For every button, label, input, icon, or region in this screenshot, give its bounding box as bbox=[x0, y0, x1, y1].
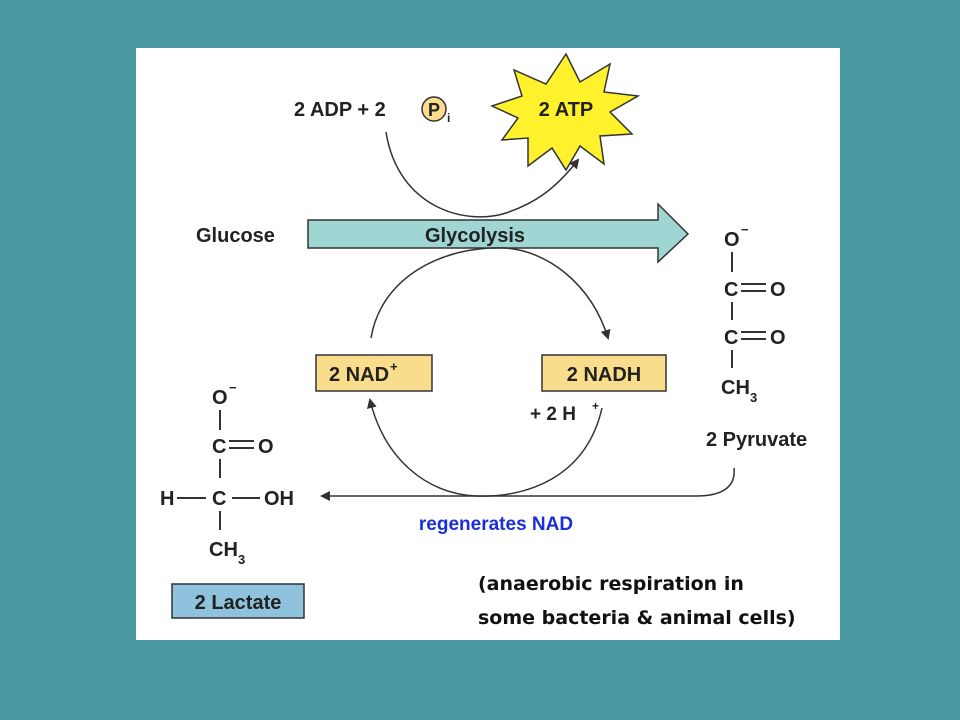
lactate-o1: O bbox=[258, 436, 274, 458]
nadh-label: 2 NADH bbox=[567, 364, 641, 386]
glycolysis-label: Glycolysis bbox=[425, 225, 525, 247]
pyruvate-ch: CH bbox=[721, 377, 750, 399]
phosphate-subscript: i bbox=[447, 111, 450, 125]
pyruvate-structure: O − C O C O CH 3 2 Pyruvate bbox=[706, 222, 807, 451]
lactate-ch-sub: 3 bbox=[238, 552, 245, 567]
pyruvate-o2: O bbox=[770, 327, 786, 349]
pyruvate-o1: O bbox=[770, 279, 786, 301]
glycolysis-arrow bbox=[307, 202, 690, 264]
lactate-charge: − bbox=[229, 380, 237, 395]
pyruvate-name: 2 Pyruvate bbox=[706, 429, 807, 451]
pyruvate-ch-sub: 3 bbox=[750, 390, 757, 405]
phosphate-circle bbox=[421, 96, 447, 122]
nad-box bbox=[315, 354, 433, 392]
note-line-2: some bacteria & animal cells) bbox=[478, 607, 796, 629]
pyruvate-c2: C bbox=[724, 327, 738, 349]
adp-label: 2 ADP + 2 bbox=[294, 99, 386, 121]
diagram-canvas: 2 ATP 2 ADP + 2 P i Glucose Glycolysis 2… bbox=[136, 48, 840, 640]
regenerates-nad-label: regenerates NAD bbox=[419, 514, 573, 535]
fermentation-diagram: 2 ATP 2 ADP + 2 P i Glucose Glycolysis 2… bbox=[160, 52, 807, 629]
lactate-ch: CH bbox=[209, 539, 238, 561]
nadh-box bbox=[541, 354, 667, 392]
atp-formation-arrow bbox=[385, 131, 580, 218]
lactate-o-minus: O bbox=[212, 387, 228, 409]
lactate-structure: O − C O H C OH CH 3 bbox=[160, 380, 294, 567]
nad-to-nadh-arrow bbox=[370, 247, 611, 340]
lactate-name: 2 Lactate bbox=[195, 592, 282, 614]
atp-label: 2 ATP bbox=[539, 99, 593, 121]
h-ions-charge: + bbox=[592, 399, 599, 413]
pyruvate-c1: C bbox=[724, 279, 738, 301]
lactate-c1: C bbox=[212, 436, 226, 458]
atp-burst bbox=[489, 52, 641, 172]
lactate-oh: OH bbox=[264, 488, 294, 510]
nad-label: 2 NAD bbox=[329, 364, 389, 386]
lactate-h: H bbox=[160, 488, 174, 510]
pyruvate-o-minus: O bbox=[724, 229, 740, 251]
lactate-c2: C bbox=[212, 488, 226, 510]
glucose-label: Glucose bbox=[196, 225, 275, 247]
lactate-box bbox=[171, 583, 305, 619]
note-line-1: (anaerobic respiration in bbox=[478, 573, 744, 595]
pyruvate-to-lactate-arrow bbox=[320, 467, 735, 501]
phosphate-symbol: P bbox=[428, 100, 440, 120]
nad-charge: + bbox=[390, 359, 398, 374]
h-ions-label: + 2 H bbox=[530, 404, 576, 425]
pyruvate-charge: − bbox=[741, 222, 749, 237]
